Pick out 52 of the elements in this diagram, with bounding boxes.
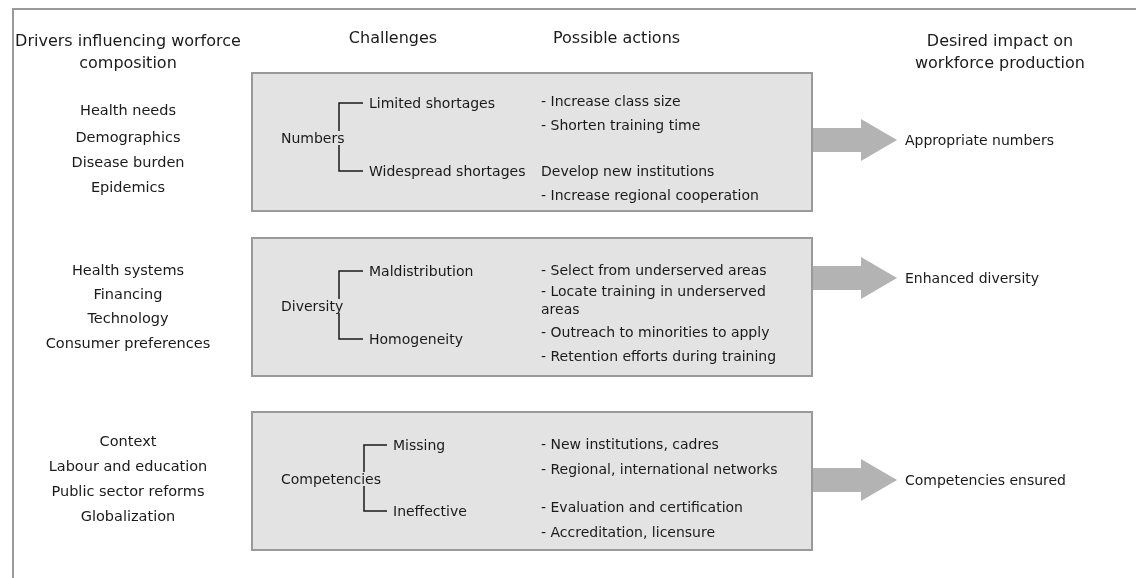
column-header: Possible actions: [553, 27, 681, 49]
driver-label: Health needs: [80, 100, 176, 120]
action-text: - Locate training in underserved areas: [541, 282, 767, 318]
bracket-line: [338, 102, 364, 132]
group-box: [251, 411, 813, 551]
category-label: Competencies: [281, 470, 381, 488]
action-text: - Increase class size: [541, 92, 682, 110]
challenge-label: Maldistribution: [369, 262, 474, 280]
category-label: Diversity: [281, 297, 344, 315]
impact-label: Competencies ensured: [905, 471, 1066, 489]
column-header: Drivers influencing worforce composition: [14, 30, 242, 74]
action-text: - Increase regional cooperation: [541, 186, 760, 204]
block-arrow: [813, 119, 897, 161]
column-header: Desired impact on workforce production: [914, 30, 1086, 74]
action-text: - Regional, international networks: [541, 460, 779, 478]
challenge-label: Homogeneity: [369, 330, 463, 348]
action-text: Develop new institutions: [541, 162, 716, 180]
action-text: - Retention efforts during training: [541, 347, 778, 365]
driver-label: Technology: [87, 308, 169, 328]
impact-label: Enhanced diversity: [905, 269, 1040, 287]
driver-label: Disease burden: [71, 152, 185, 172]
action-text: - Outreach to minorities to apply: [541, 323, 771, 341]
driver-label: Demographics: [75, 127, 181, 147]
impact-label: Appropriate numbers: [905, 131, 1054, 149]
column-header: Challenges: [347, 27, 439, 49]
bracket-line: [338, 144, 364, 172]
action-text: - Accreditation, licensure: [541, 523, 717, 541]
driver-label: Context: [99, 431, 157, 451]
driver-label: Public sector reforms: [51, 481, 205, 501]
action-text: - Shorten training time: [541, 116, 702, 134]
driver-label: Globalization: [80, 506, 176, 526]
driver-label: Consumer preferences: [45, 333, 211, 353]
driver-label: Financing: [93, 284, 163, 304]
group-box: [251, 237, 813, 377]
challenge-label: Ineffective: [393, 502, 467, 520]
block-arrow: [813, 459, 897, 501]
bracket-line: [338, 270, 364, 300]
bracket-line: [338, 312, 364, 340]
action-text: - Select from underserved areas: [541, 261, 768, 279]
category-label: Numbers: [281, 129, 345, 147]
block-arrow: [813, 257, 897, 299]
challenge-label: Missing: [393, 436, 446, 454]
action-text: - New institutions, cadres: [541, 435, 720, 453]
driver-label: Health systems: [71, 260, 185, 280]
challenge-label: Widespread shortages: [369, 162, 526, 180]
challenge-label: Limited shortages: [369, 94, 495, 112]
bracket-line: [363, 485, 388, 512]
driver-label: Epidemics: [90, 177, 166, 197]
group-box: [251, 72, 813, 212]
driver-label: Labour and education: [48, 456, 208, 476]
bracket-line: [363, 444, 388, 473]
action-text: - Evaluation and certification: [541, 498, 744, 516]
